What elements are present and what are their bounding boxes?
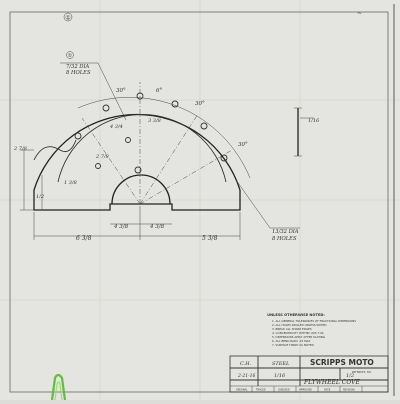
bottom-dimensions: 6 3/8 5 3/8 4 3/8 4 3/8	[33, 206, 241, 242]
footer-cell-original: ORIGINAL	[236, 389, 248, 392]
dim-side-view: 1/16	[308, 118, 320, 124]
callout-top-line2: 8 HOLES	[66, 70, 91, 76]
title-block: C.H. 2-21-16 STEEL 1/16 SCRIPPS MOTO DET…	[229, 355, 389, 393]
note-line-3: 3. BREAK ALL SHARP EDGES	[272, 327, 312, 331]
dim-right-overall: 5 3/8	[202, 235, 218, 242]
zone-marker-number: ①	[65, 15, 70, 22]
title-block-drawn: C.H.	[240, 361, 252, 367]
dim-left-height-b: 1 3/8	[64, 180, 77, 186]
part-outline	[33, 82, 251, 211]
dim-center-right: 4 3/8	[149, 224, 165, 230]
dim-center-left: 4 3/8	[113, 224, 129, 230]
left-height-dimensions: 2 7/8 1 3/8 1/2	[13, 146, 77, 211]
notes-title: UNLESS OTHERWISE NOTED:	[267, 313, 325, 317]
callout-bottom-line1: 13/32 DIA	[272, 229, 299, 235]
title-block-company-sub: DETROIT, MI	[352, 370, 371, 374]
dim-left-height-a: 2 7/8	[13, 146, 27, 152]
dim-mid-a: 4 3/4	[109, 124, 123, 130]
callout-top-line1: 7/32 DIA	[66, 64, 90, 70]
sheet-border	[9, 11, 389, 393]
zone-marker	[63, 12, 73, 22]
title-block-company: SCRIPPS MOTO	[310, 358, 374, 367]
general-notes: UNLESS OTHERWISE NOTED: 1. ALL GENERAL T…	[267, 313, 356, 347]
footer-cell-checked: CHECKED	[278, 389, 290, 392]
note-line-4: 4. CONCENTRICITY WITHIN .005 T.I.R.	[272, 331, 324, 335]
title-block-title: FLYWHEEL COVE	[303, 379, 361, 386]
title-block-qty: 1/16	[274, 373, 286, 379]
corner-mark: ~	[357, 10, 362, 17]
hole-callout-bottom: 13/32 DIA 8 HOLES	[235, 179, 300, 242]
footer-cell-approved: APPROVED	[299, 389, 312, 392]
angle-label-d: 6°	[156, 88, 162, 94]
title-block-material: STEEL	[272, 361, 290, 367]
note-line-7: 7. SURFACE FINISH AS NOTED	[272, 343, 314, 347]
binder-clip	[50, 373, 67, 401]
footer-cell-revision: REVISION	[343, 389, 355, 392]
note-line-6: 6. ALL BEND RADII .03 MAX	[272, 339, 310, 343]
dim-left-overall: 6 3/8	[76, 235, 92, 242]
callout-bottom-line2: 8 HOLES	[272, 236, 297, 242]
dim-left-small: 1/2	[36, 194, 44, 200]
note-line-1: 1. ALL GENERAL TOLERANCES OF FRACTIONAL …	[272, 319, 356, 323]
dim-mid-c: 2 7/8	[95, 154, 109, 160]
angle-label-a: 30°	[116, 88, 126, 94]
hole-callout-top: ① 7/32 DIA 8 HOLES	[60, 51, 127, 121]
title-block-date: 2-21-16	[237, 373, 255, 379]
callout-top-number: ①	[68, 53, 73, 59]
footer-cell-date: DATE	[324, 389, 331, 392]
dim-mid-b: 3 3/8	[148, 118, 161, 124]
angle-label-c: 30°	[238, 142, 248, 148]
footer-cell-traced: TRACED	[256, 389, 266, 392]
note-line-5: 5. DIMENSIONS APPLY AFTER PLATING	[272, 335, 325, 339]
title-block-scale: 1/2	[346, 373, 354, 379]
angle-label-b: 30°	[195, 101, 205, 107]
side-view: 1/16	[294, 107, 320, 157]
note-line-2: 2. ALL HOLES DRILLED UNLESS NOTED	[272, 323, 326, 327]
